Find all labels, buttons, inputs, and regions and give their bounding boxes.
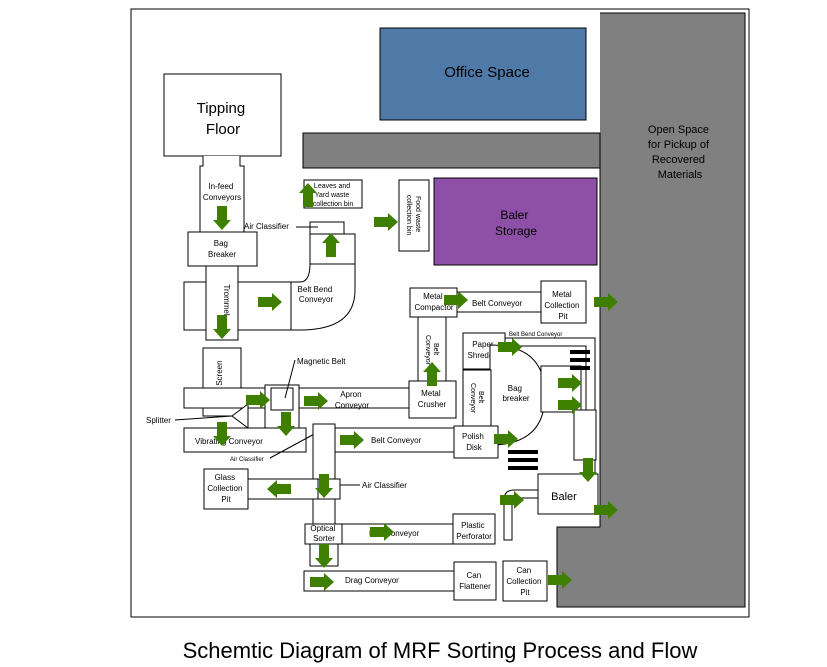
belt-conveyor-mc-label: Belt Conveyor (472, 299, 523, 308)
open-space-band (302, 132, 601, 169)
air-classifier-low-label: Air Classifier (362, 481, 407, 490)
flow-arrow (558, 396, 582, 414)
flow-arrow (213, 206, 231, 230)
belt-bend-conveyor-label: Belt Bend Conveyor (298, 285, 335, 304)
flow-arrow (310, 573, 334, 591)
flow-arrow (444, 291, 468, 309)
flow-arrow (277, 412, 295, 436)
apron-conveyor-label: Apron Conveyor (335, 390, 370, 410)
belt-conveyor-vertical-label: Belt Conveyor (424, 335, 439, 366)
air-classifier-top (309, 221, 345, 235)
drag-conveyor-label: Drag Conveyor (345, 576, 399, 585)
polish-disk (453, 425, 499, 459)
metal-collection-pit (540, 280, 587, 324)
belt-conveyor-vertical-2 (462, 369, 492, 427)
flow-arrow (558, 374, 582, 392)
flow-arrow (322, 233, 340, 257)
food-bin (398, 179, 430, 252)
glass-collection-pit-label: Glass Collection Pit (207, 473, 244, 504)
disk-screen-label: Disk Screen (215, 360, 224, 403)
splitter-label: Splitter (146, 416, 171, 425)
flow-arrow (498, 338, 522, 356)
baler-storage-label: Baler Storage (495, 208, 537, 238)
flow-arrow (304, 392, 328, 410)
flow-arrows (213, 183, 618, 591)
food-bin-label: Food waste collection bin (405, 195, 421, 236)
flow-arrow (258, 293, 282, 311)
belt-conveyor-vertical-2-label: Belt Conveyor (469, 383, 484, 414)
can-flattener-label: Can Flattener (459, 571, 491, 591)
flow-arrow (494, 430, 518, 448)
office-space (379, 27, 587, 121)
belt-conveyor-mid-label: Belt Conveyor (371, 436, 422, 445)
screen-bars-upper (570, 350, 590, 370)
can-collection-pit (502, 560, 548, 602)
air-classifier-top-label: Air Classifier (244, 222, 289, 231)
flow-arrow (500, 491, 524, 509)
polish-disk-label: Polish Disk (462, 432, 486, 452)
flow-arrow (340, 431, 364, 449)
belt-conveyor-low-label: Belt Conveyor (369, 529, 420, 538)
flow-arrow (374, 213, 398, 231)
metal-crusher (408, 380, 457, 419)
magnetic-belt-pointer (284, 359, 296, 399)
plastic-perforator (452, 513, 496, 545)
baler-label: Baler (551, 491, 577, 503)
flow-arrow (548, 571, 572, 589)
splitter-pointer (174, 415, 233, 421)
flow-arrow (213, 315, 231, 339)
bag-breaker-2-label: Bag breaker (502, 384, 529, 403)
infeed-label: In-feed Conveyors (203, 182, 241, 202)
flow-arrow (594, 293, 618, 311)
flow-arrow (246, 391, 270, 409)
flow-arrow (315, 544, 333, 568)
tipping-floor (163, 73, 282, 157)
magnetic-belt-label: Magnetic Belt (297, 357, 346, 366)
vibrating-conveyor-label: Vibrating Conveyor (195, 437, 263, 446)
office-space-label: Office Space (444, 64, 530, 81)
leaves-bin (303, 179, 363, 209)
flow-arrow (370, 523, 394, 541)
bag-breaker (187, 231, 258, 267)
flow-arrow (423, 362, 441, 386)
can-flattener (453, 561, 497, 601)
plastic-perforator-label: Plastic Perforator (456, 521, 492, 541)
leaves-bin-label: Leaves and Yard waste collection bin (313, 183, 354, 208)
air-classifier-small-label: Air Classifier (230, 457, 264, 463)
baler-storage (433, 177, 598, 266)
flow-arrow (579, 458, 597, 482)
flow-arrow (299, 183, 317, 207)
diagram-caption: Schemtic Diagram of MRF Sorting Process … (182, 638, 698, 663)
open-space-label: Open Space for Pickup of Recovered Mater… (648, 124, 712, 181)
flow-arrow (315, 474, 333, 498)
metal-collection-pit-label: Metal Collection Pit (544, 290, 581, 321)
magnetic-belt-inner (270, 387, 294, 411)
air-classifier-small-pointer (269, 431, 319, 459)
bag-breaker-label: Bag Breaker (208, 239, 236, 259)
belt-bend-conveyor-2-label: Belt Bend Conveyor (509, 332, 562, 338)
metal-crusher-label: Metal Crusher (418, 389, 447, 409)
optical-sorter-label: Optical Sorter (310, 524, 337, 543)
splitter (231, 403, 249, 429)
trommel-label: Trommel (222, 284, 231, 315)
separator-box-lower (573, 409, 597, 461)
flow-arrow (267, 480, 291, 498)
belt-bend-conveyor (290, 263, 356, 331)
metal-compactor-label: Metal Compactor (414, 292, 453, 312)
paper-shredder-label: Paper Shredder (468, 340, 501, 360)
can-collection-pit-label: Can Collection Pit (506, 566, 543, 597)
flow-arrow (594, 501, 618, 519)
flow-arrow (213, 422, 231, 446)
tipping-floor-label: Tipping Floor (197, 100, 250, 138)
screen-bars-lower (508, 450, 538, 470)
